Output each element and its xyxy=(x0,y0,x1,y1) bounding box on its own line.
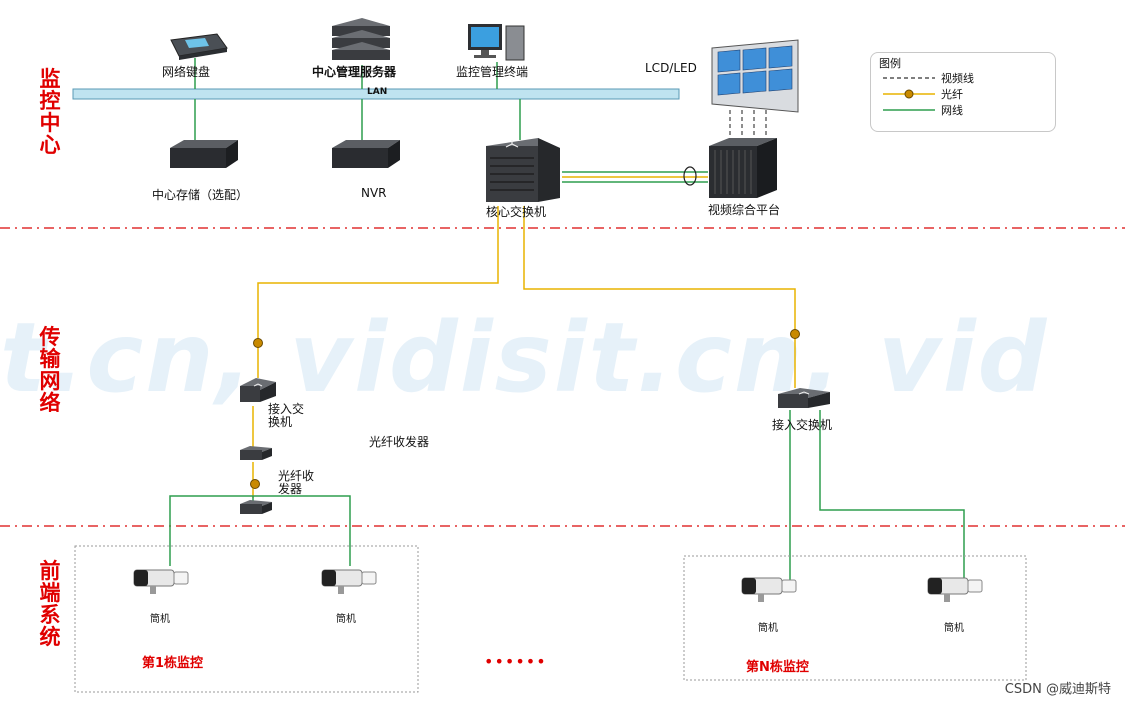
network-keyboard-icon xyxy=(170,33,228,60)
building-n-caption: 第N栋监控 xyxy=(746,660,809,675)
core-switch-label: 核心交换机 xyxy=(486,205,547,219)
access-switch-right-icon xyxy=(778,388,830,408)
legend-video-swatch xyxy=(883,77,935,79)
legend-fiber-swatch xyxy=(883,89,935,99)
fiber-joint-left-top xyxy=(253,338,263,348)
server-stack-icon xyxy=(332,18,390,60)
lan-bar xyxy=(72,88,680,100)
camera-1b-label: 筒机 xyxy=(336,614,356,625)
central-storage-label: 中心存储（选配） xyxy=(152,188,249,202)
access-switch-left-icon xyxy=(240,378,276,402)
legend-row-network: 网线 xyxy=(881,103,1051,117)
fiber-transceiver-mid-label: 光纤收发器 xyxy=(369,435,430,449)
network-keyboard-label: 网络键盘 xyxy=(162,65,211,79)
fiber-core-left xyxy=(257,206,499,378)
monitoring-client-label: 监控管理终端 xyxy=(456,65,529,79)
storage-box-icon xyxy=(170,140,238,168)
desktop-computer-icon xyxy=(468,24,525,61)
building-n-box xyxy=(683,555,1027,681)
core-switch-icon xyxy=(486,138,560,202)
camera-1b-icon xyxy=(321,569,377,594)
legend-title: 图例 xyxy=(879,57,901,70)
camera-nb-icon xyxy=(927,577,983,602)
camera-1a-label: 筒机 xyxy=(150,614,170,625)
access-switch-left-label: 接入交换机 xyxy=(268,402,305,429)
legend-network-swatch xyxy=(883,109,935,111)
camera-na-icon xyxy=(741,577,797,602)
camera-1a-icon xyxy=(133,569,189,594)
video-platform-chassis-icon xyxy=(709,138,777,198)
nvr-label: NVR xyxy=(361,186,387,200)
fiber-transceiver-upper-icon xyxy=(240,446,272,460)
net-buildingN-b xyxy=(819,410,965,580)
video-platform-label: 视频综合平台 xyxy=(708,203,781,217)
building-1-box xyxy=(74,545,419,693)
fiber-transceiver-lower-icon xyxy=(240,500,272,514)
zone-label-front-end-system: 前端系统 xyxy=(39,559,61,649)
watermark-text: t.cn, vidisit.cn, vid xyxy=(0,302,1049,414)
bundle-ring xyxy=(683,166,697,186)
legend-fiber-label: 光纤 xyxy=(941,88,963,101)
nvr-icon xyxy=(332,140,400,168)
legend-network-label: 网线 xyxy=(941,104,963,117)
camera-nb-label: 筒机 xyxy=(944,623,964,634)
zone-label-transmission-network: 传输网络 xyxy=(39,325,61,415)
ellipsis-dots: •••••• xyxy=(484,652,547,671)
net-building1 xyxy=(169,495,351,566)
source-credit: CSDN @威迪斯特 xyxy=(1004,682,1111,697)
fiber-transceiver-lower-label: 光纤收发器 xyxy=(278,469,315,496)
legend-row-fiber: 光纤 xyxy=(881,87,1051,101)
legend-video-label: 视频线 xyxy=(941,72,974,85)
lan-label: LAN xyxy=(367,87,388,97)
legend-row-video: 视频线 xyxy=(881,71,1051,85)
zone-label-monitoring-center: 监控中心 xyxy=(39,67,61,157)
camera-na-label: 筒机 xyxy=(758,623,778,634)
fiber-core-right xyxy=(523,206,796,388)
access-switch-right-label: 接入交换机 xyxy=(772,418,833,432)
central-server-label: 中心管理服务器 xyxy=(312,65,397,79)
video-wall-icon xyxy=(711,39,799,113)
building-1-caption: 第1栋监控 xyxy=(142,656,204,671)
legend-box: 图例 视频线 光纤 网线 xyxy=(870,52,1056,132)
fiber-joint-right-top xyxy=(790,329,800,339)
fiber-joint-left-lower xyxy=(250,479,260,489)
lcd-led-label: LCD/LED xyxy=(645,61,697,75)
